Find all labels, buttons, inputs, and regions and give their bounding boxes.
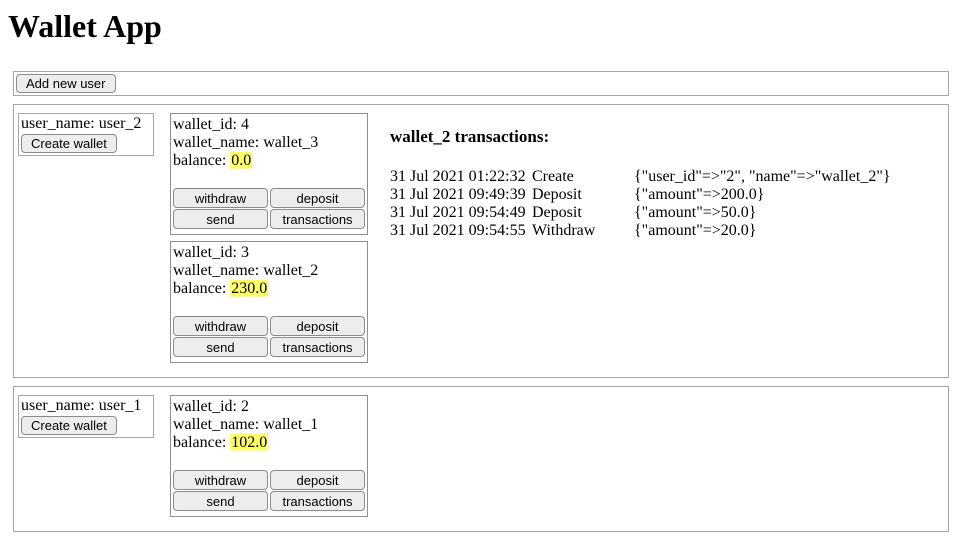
transaction-type: Deposit <box>532 186 582 203</box>
transaction-details: {"amount"=>50.0} <box>634 204 757 221</box>
transactions-button[interactable]: transactions <box>270 491 365 511</box>
wallet-name-label: wallet_name: wallet_1 <box>173 416 319 433</box>
balance-line: balance: 0.0 <box>173 152 365 170</box>
transactions-panel: wallet_2 transactions: 31 Jul 2021 01:22… <box>390 113 891 240</box>
withdraw-button[interactable]: withdraw <box>173 188 268 208</box>
transaction-details: {"user_id"=>"2", "name"=>"wallet_2"} <box>634 168 891 185</box>
wallet-actions: withdraw deposit send transactions <box>173 188 365 229</box>
create-wallet-button[interactable]: Create wallet <box>21 416 117 435</box>
spacer <box>173 298 365 316</box>
user-box: user_name: user_2 Create wallet <box>18 113 154 156</box>
transaction-type: Deposit <box>532 204 582 221</box>
wallet-id-label: wallet_id: 2 <box>173 398 249 415</box>
transaction-timestamp: 31 Jul 2021 09:54:55 <box>390 222 526 239</box>
balance-label: balance: <box>173 434 227 451</box>
wallet-name-label: wallet_name: wallet_2 <box>173 262 319 279</box>
balance-label: balance: <box>173 280 227 297</box>
send-button[interactable]: send <box>173 491 268 511</box>
user-section-user-1: user_name: user_1 Create wallet wallet_i… <box>13 386 949 532</box>
transaction-row: 31 Jul 2021 09:49:39 Deposit {"amount"=>… <box>390 186 891 204</box>
transaction-row: 31 Jul 2021 09:54:55 Withdraw {"amount"=… <box>390 222 891 240</box>
spacer <box>173 452 365 470</box>
transactions-button[interactable]: transactions <box>270 337 365 357</box>
transaction-type: Withdraw <box>532 222 596 239</box>
wallets-column: wallet_id: 2 wallet_name: wallet_1 balan… <box>170 395 368 523</box>
send-button[interactable]: send <box>173 209 268 229</box>
wallet-actions: withdraw deposit send transactions <box>173 470 365 511</box>
page-title: Wallet App <box>8 8 162 44</box>
balance-line: balance: 230.0 <box>173 280 365 298</box>
balance-value: 0.0 <box>230 152 253 169</box>
send-button[interactable]: send <box>173 337 268 357</box>
user-section-user-2: user_name: user_2 Create wallet wallet_i… <box>13 104 949 378</box>
add-new-user-button[interactable]: Add new user <box>16 74 116 93</box>
transactions-heading: wallet_2 transactions: <box>390 127 550 146</box>
balance-value: 230.0 <box>230 280 269 297</box>
balance-label: balance: <box>173 152 227 169</box>
wallet-actions: withdraw deposit send transactions <box>173 316 365 357</box>
wallet-card-wallet-1: wallet_id: 2 wallet_name: wallet_1 balan… <box>170 395 368 517</box>
transaction-row: 31 Jul 2021 01:22:32 Create {"user_id"=>… <box>390 168 891 186</box>
wallet-card-wallet-3: wallet_id: 4 wallet_name: wallet_3 balan… <box>170 113 368 235</box>
wallet-id-label: wallet_id: 4 <box>173 116 249 133</box>
deposit-button[interactable]: deposit <box>270 188 365 208</box>
transaction-details: {"amount"=>200.0} <box>634 186 765 203</box>
user-box: user_name: user_1 Create wallet <box>18 395 154 438</box>
transaction-timestamp: 31 Jul 2021 01:22:32 <box>390 168 526 185</box>
deposit-button[interactable]: deposit <box>270 470 365 490</box>
wallets-column: wallet_id: 4 wallet_name: wallet_3 balan… <box>170 113 368 369</box>
wallet-id-label: wallet_id: 3 <box>173 244 249 261</box>
deposit-button[interactable]: deposit <box>270 316 365 336</box>
withdraw-button[interactable]: withdraw <box>173 470 268 490</box>
transaction-type: Create <box>532 168 574 185</box>
transaction-timestamp: 31 Jul 2021 09:54:49 <box>390 204 526 221</box>
spacer <box>173 170 365 188</box>
user-name-label: user_name: user_2 <box>21 115 142 132</box>
add-user-bar: Add new user <box>13 71 949 96</box>
transactions-button[interactable]: transactions <box>270 209 365 229</box>
wallet-card-wallet-2: wallet_id: 3 wallet_name: wallet_2 balan… <box>170 241 368 363</box>
withdraw-button[interactable]: withdraw <box>173 316 268 336</box>
balance-line: balance: 102.0 <box>173 434 365 452</box>
create-wallet-button[interactable]: Create wallet <box>21 134 117 153</box>
transaction-timestamp: 31 Jul 2021 09:49:39 <box>390 186 526 203</box>
transaction-row: 31 Jul 2021 09:54:49 Deposit {"amount"=>… <box>390 204 891 222</box>
user-name-label: user_name: user_1 <box>21 397 142 414</box>
balance-value: 102.0 <box>230 434 269 451</box>
wallet-name-label: wallet_name: wallet_3 <box>173 134 319 151</box>
transactions-table: 31 Jul 2021 01:22:32 Create {"user_id"=>… <box>390 168 891 240</box>
transaction-details: {"amount"=>20.0} <box>634 222 757 239</box>
